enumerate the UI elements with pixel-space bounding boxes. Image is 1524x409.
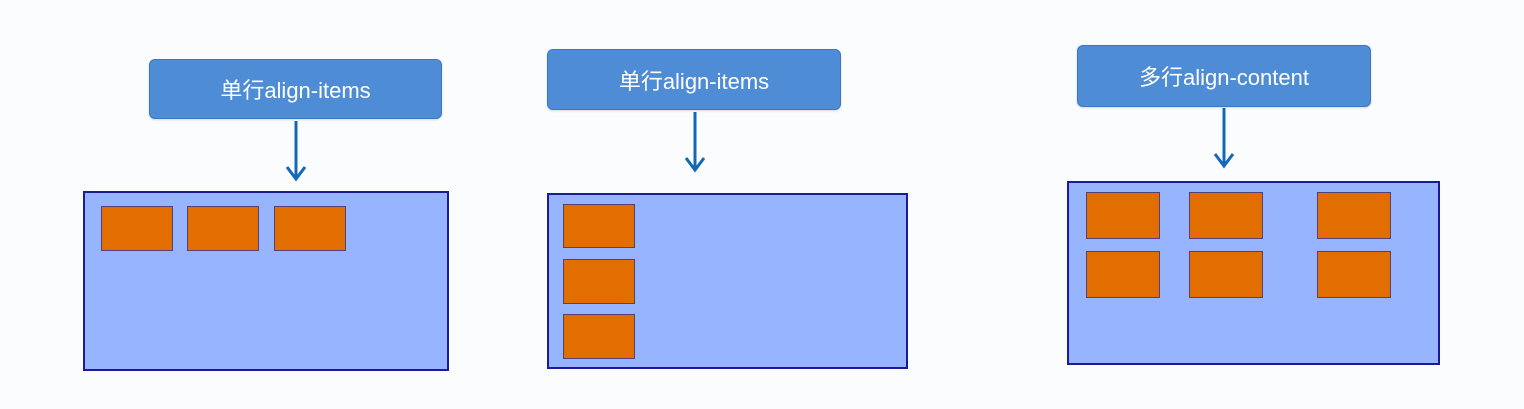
panel-2-flex-container — [547, 193, 908, 369]
panel-3-flex-item — [1086, 192, 1160, 239]
panel-3-flex-item — [1189, 251, 1263, 298]
panel-1-flex-item — [101, 206, 173, 251]
panel-1-arrow-down-icon — [285, 121, 307, 182]
panel-2-arrow-down-icon — [684, 112, 706, 173]
panel-2-label: 单行align-items — [547, 49, 841, 110]
panel-1-flex-item — [274, 206, 346, 251]
panel-2-flex-item — [563, 259, 635, 304]
panel-1-flex-item — [187, 206, 259, 251]
panel-3-label: 多行align-content — [1077, 45, 1371, 107]
panel-3-flex-item — [1189, 192, 1263, 239]
panel-3-arrow-down-icon — [1213, 108, 1235, 169]
panel-3-flex-container — [1067, 181, 1440, 365]
panel-3-flex-item — [1317, 192, 1391, 239]
panel-3-flex-item — [1086, 251, 1160, 298]
panel-3-flex-item — [1317, 251, 1391, 298]
panel-1-label: 单行align-items — [149, 59, 442, 119]
panel-1-flex-container — [83, 191, 449, 371]
panel-2-flex-item — [563, 314, 635, 359]
panel-2-flex-item — [563, 204, 635, 248]
